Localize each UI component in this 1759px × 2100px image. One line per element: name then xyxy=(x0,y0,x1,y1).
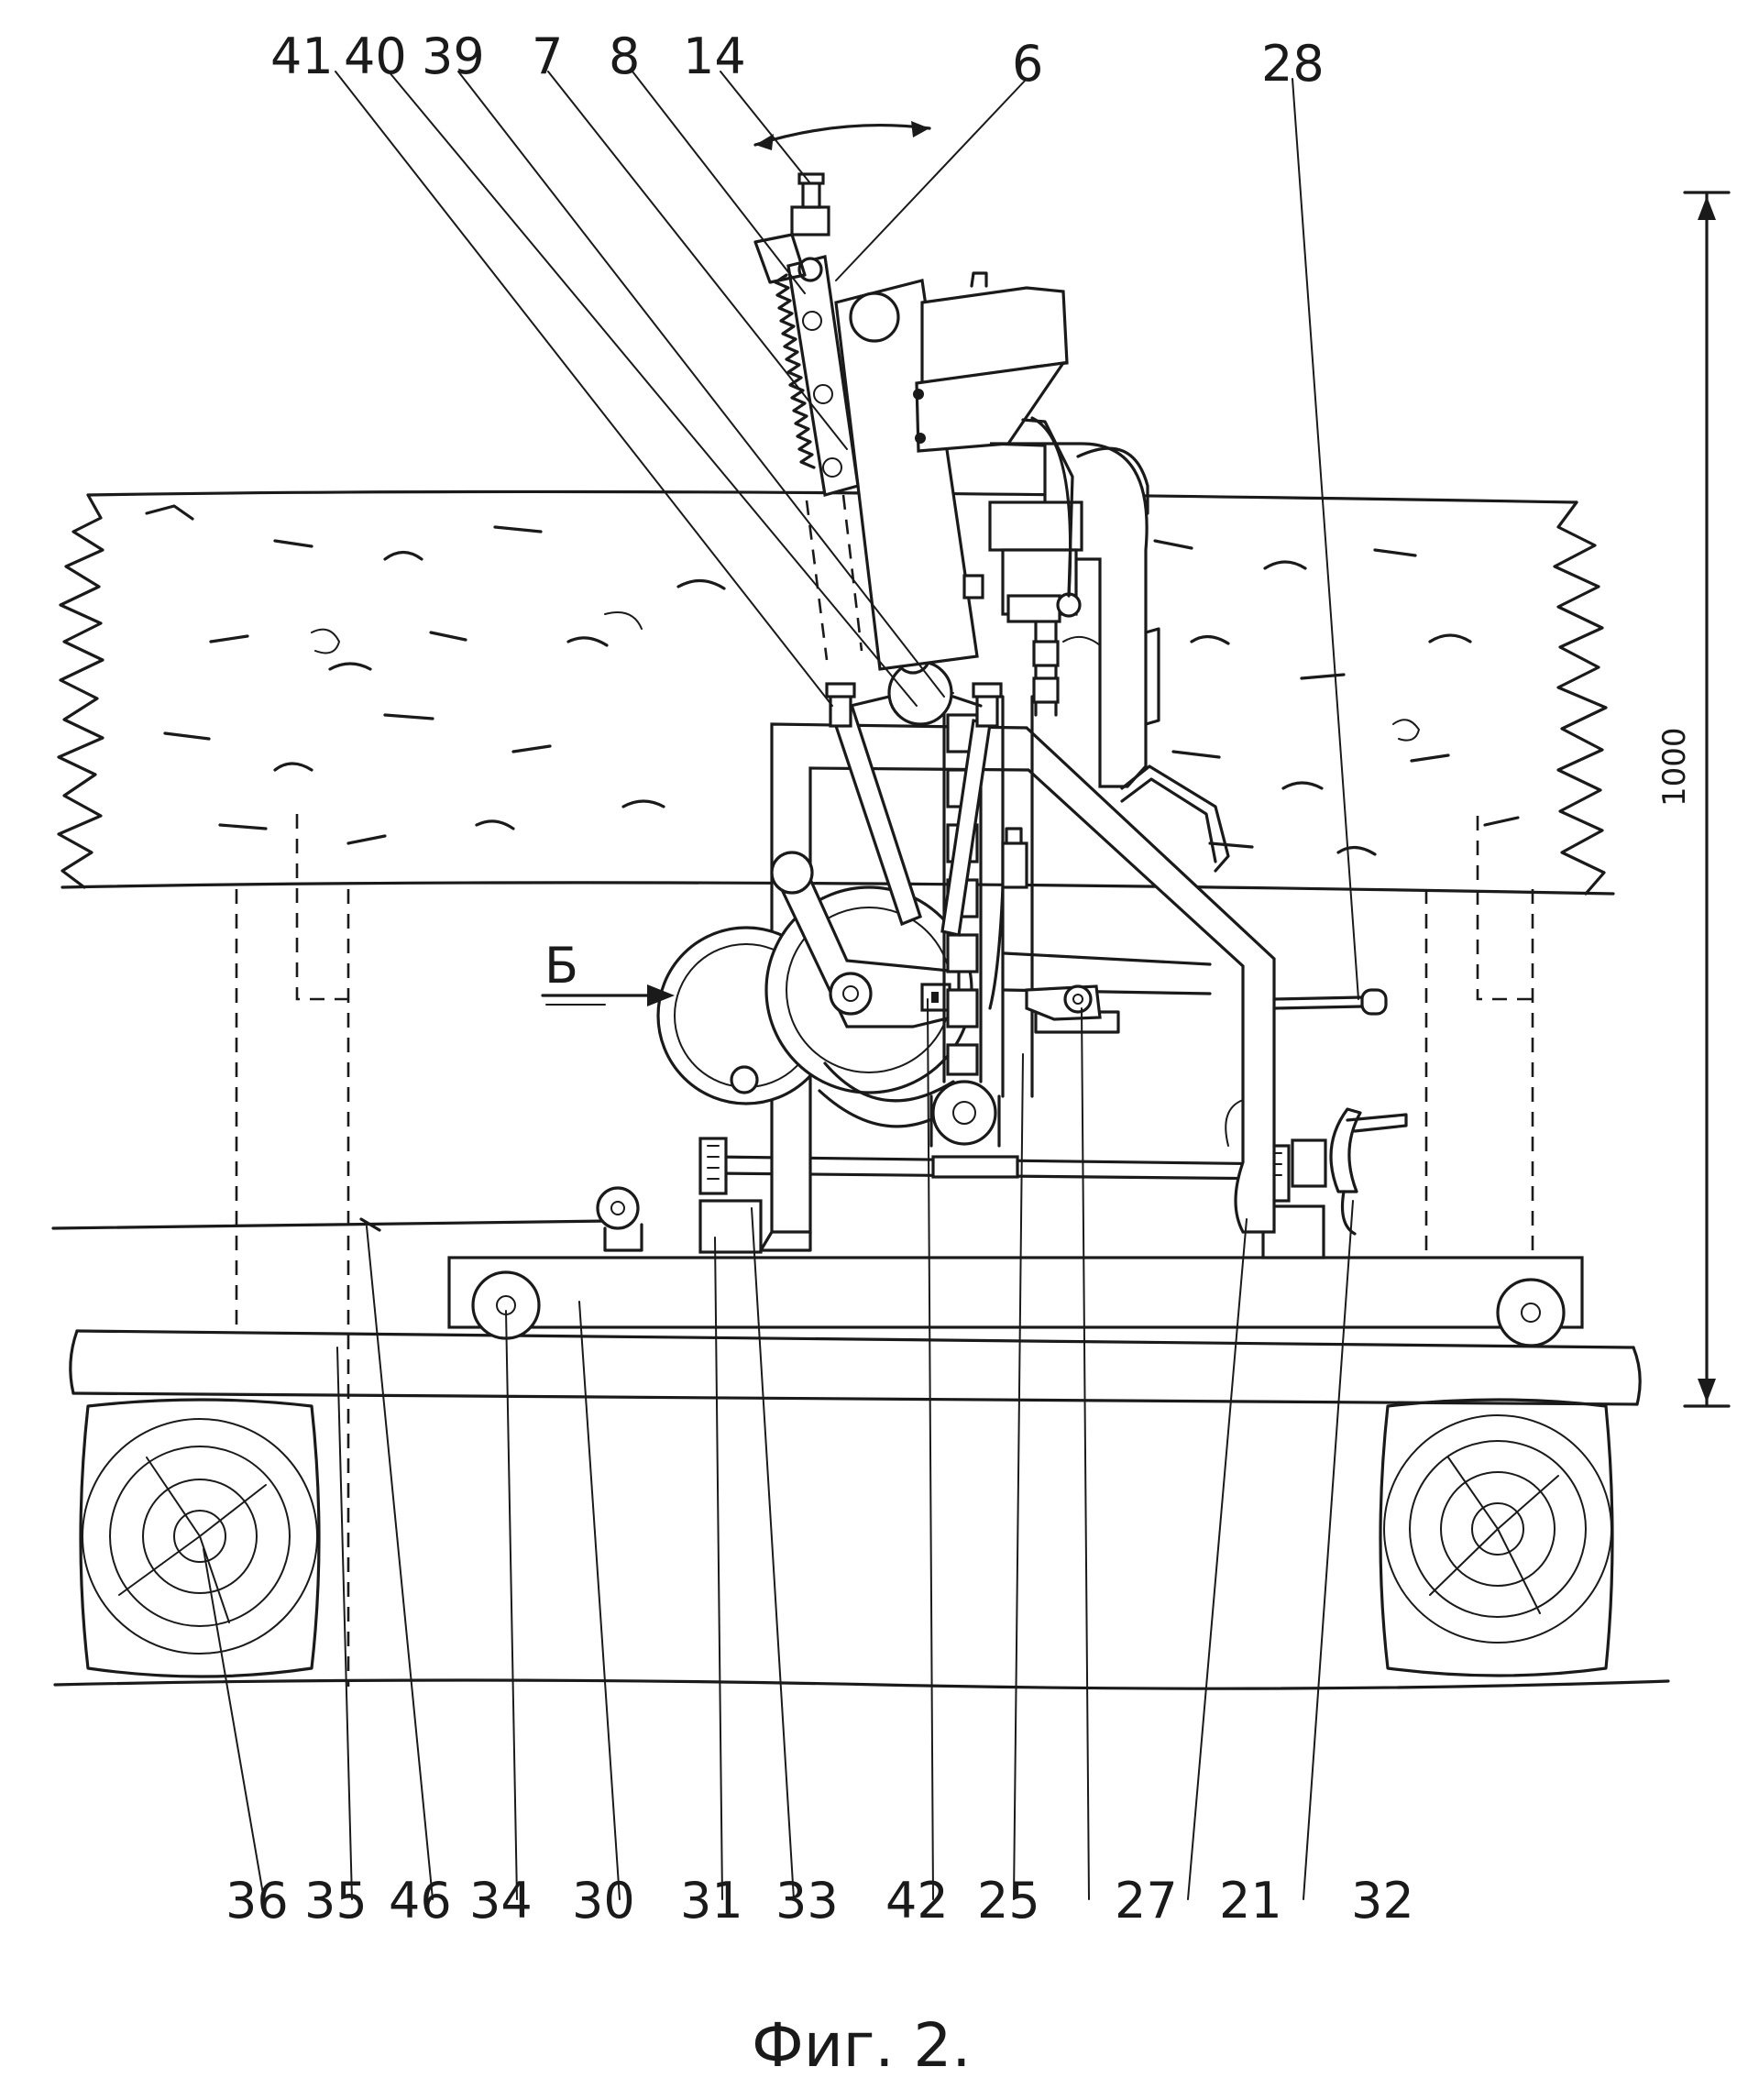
label-34: 34 xyxy=(469,1872,533,1930)
support-log-left xyxy=(79,1398,321,1678)
view-marker-b: Б xyxy=(544,937,578,995)
carriage xyxy=(51,1107,1584,1347)
label-46: 46 xyxy=(389,1872,452,1930)
label-39: 39 xyxy=(422,27,485,85)
support-log-right xyxy=(1379,1398,1614,1677)
label-14: 14 xyxy=(683,27,746,85)
ground-and-rail xyxy=(53,814,1670,1690)
main-frame xyxy=(759,722,1276,1252)
drive-wheels xyxy=(656,851,1019,1179)
dimension-label: 1000 xyxy=(1656,727,1693,807)
part-labels-bottom: 36 35 46 34 30 31 33 42 25 27 21 32 xyxy=(225,1872,1414,1930)
label-40: 40 xyxy=(344,27,407,85)
saw-mast xyxy=(753,121,1069,671)
label-25: 25 xyxy=(977,1872,1040,1930)
label-36: 36 xyxy=(225,1872,289,1930)
label-41: 41 xyxy=(270,27,334,85)
leader-lines xyxy=(203,71,1731,1900)
label-6: 6 xyxy=(1012,35,1043,93)
label-31: 31 xyxy=(680,1872,743,1930)
label-30: 30 xyxy=(572,1872,635,1930)
part-labels-top: 41 40 39 7 8 14 6 28 xyxy=(270,27,1325,93)
figure-caption: Фиг. 2. xyxy=(752,2010,971,2081)
label-33: 33 xyxy=(775,1872,839,1930)
label-28: 28 xyxy=(1261,35,1325,93)
log-body xyxy=(57,489,1615,896)
label-35: 35 xyxy=(304,1872,368,1930)
label-42: 42 xyxy=(885,1872,949,1930)
engine xyxy=(962,416,1230,1010)
label-7: 7 xyxy=(532,27,563,85)
label-21: 21 xyxy=(1219,1872,1282,1930)
label-27: 27 xyxy=(1115,1872,1178,1930)
label-8: 8 xyxy=(609,27,640,85)
label-32: 32 xyxy=(1351,1872,1414,1930)
